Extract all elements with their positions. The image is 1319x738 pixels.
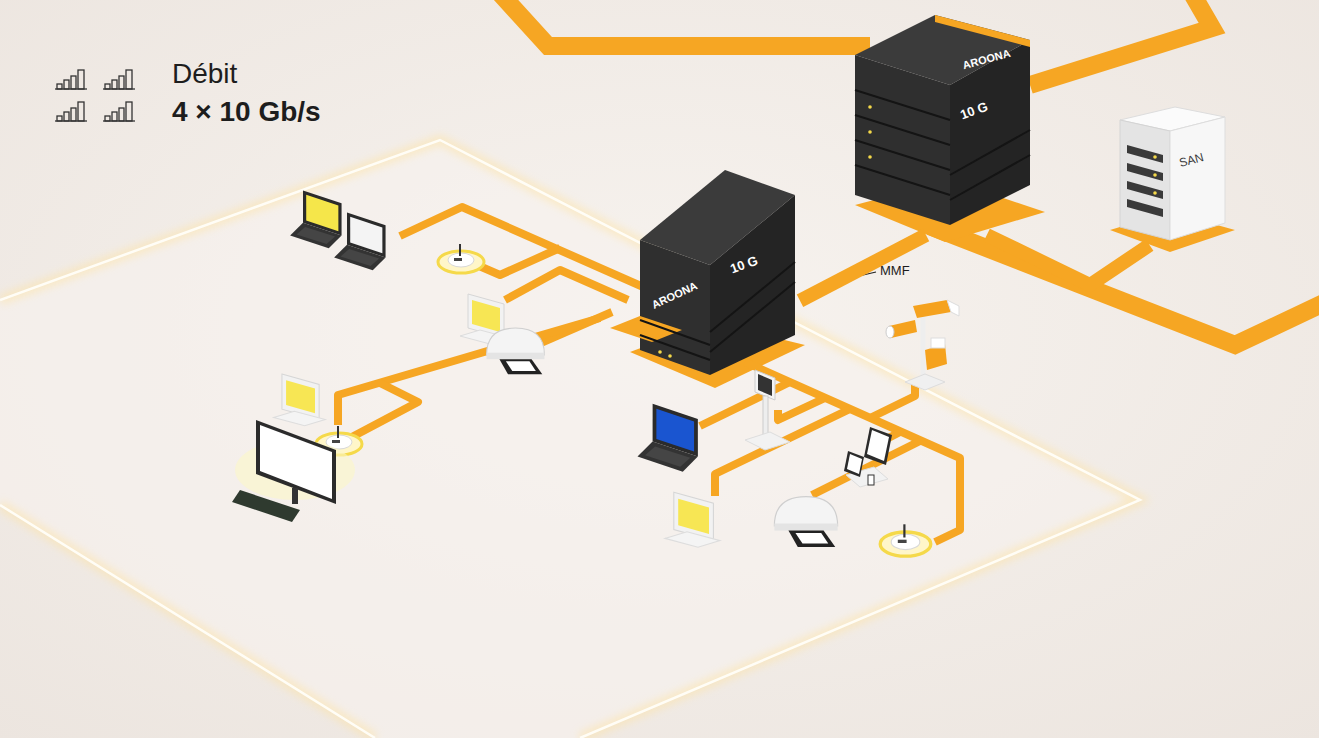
node-shape <box>1115 105 1230 245</box>
floor-outline <box>0 140 1140 738</box>
desktop-monitor <box>260 425 332 499</box>
label-holder: 4 × 10 Gb/s <box>172 96 321 128</box>
signal-icons <box>55 70 87 89</box>
desktop-monitor <box>256 420 336 504</box>
floor-outline <box>0 505 375 738</box>
camera <box>947 300 959 316</box>
desktop-monitor <box>232 420 355 522</box>
shape-face <box>935 15 1030 47</box>
shape-face <box>1170 117 1225 240</box>
backbone-band <box>497 0 870 46</box>
status-led <box>1153 173 1157 177</box>
slot-line <box>950 155 1030 200</box>
lan-wiring <box>778 398 825 420</box>
signal-icons <box>55 102 87 121</box>
signal-icons <box>103 70 135 89</box>
status-led <box>868 155 872 159</box>
desktop-monitor <box>292 488 298 504</box>
label-holder: MMF <box>880 264 910 279</box>
lan-wiring <box>870 382 915 418</box>
slot-line <box>710 282 795 352</box>
metric-title: Débit <box>172 58 237 90</box>
slot-line <box>855 140 950 170</box>
tablets <box>844 427 892 487</box>
tablets <box>847 454 862 474</box>
slot-line <box>855 115 950 145</box>
client-devices <box>334 213 385 271</box>
client-devices <box>880 524 931 556</box>
backbone-band <box>930 226 1319 345</box>
camera <box>905 374 945 390</box>
fiber-link <box>987 235 1150 285</box>
camera <box>921 316 926 380</box>
node-shape <box>850 10 1040 235</box>
tablets <box>844 451 864 477</box>
status-led <box>1153 155 1157 159</box>
desktop-monitor <box>232 490 300 522</box>
kiosk <box>745 370 790 450</box>
status-led <box>868 105 872 109</box>
slot-line <box>855 90 950 120</box>
shape-face <box>855 55 950 225</box>
camera <box>931 338 945 348</box>
slot-line <box>710 262 795 332</box>
client-devices <box>487 328 545 374</box>
client-devices <box>274 374 326 426</box>
slot-line <box>855 165 950 195</box>
client-devices <box>638 404 698 472</box>
shape-face <box>640 240 710 375</box>
lan-wiring <box>400 207 650 290</box>
client-devices <box>438 244 484 273</box>
slot-line <box>640 320 710 345</box>
fiber-link <box>800 235 926 301</box>
tablets <box>868 475 874 485</box>
camera <box>886 300 959 390</box>
slot-line <box>640 335 710 360</box>
client-devices <box>774 497 837 547</box>
camera <box>913 300 951 318</box>
status-led <box>868 130 872 134</box>
lan-wiring <box>350 383 418 438</box>
shape-face <box>1127 163 1163 181</box>
client-devices <box>290 191 341 249</box>
node-shape <box>610 160 800 380</box>
floor-outline <box>0 140 1140 738</box>
shape-face <box>950 40 1030 225</box>
metric-value: 4 × 10 Gb/s <box>172 96 321 128</box>
signal-icons <box>103 102 135 121</box>
tablets <box>864 427 892 465</box>
network-switch: AROONA10 G <box>610 160 800 380</box>
client-devices <box>665 492 720 547</box>
lan-wiring <box>338 207 960 542</box>
camera <box>886 326 894 338</box>
status-led <box>1153 191 1157 195</box>
tablets <box>867 430 889 461</box>
storage-cabinet: SAN <box>1115 105 1230 245</box>
shape-face <box>1127 145 1163 163</box>
cable-label: MMF <box>880 264 910 279</box>
signal-icons <box>55 70 135 121</box>
lan-wiring <box>505 270 628 300</box>
kiosk <box>745 432 790 450</box>
shape-face <box>1127 181 1163 199</box>
floor-outline <box>0 140 1140 738</box>
backbone-band <box>1030 0 1212 85</box>
status-led <box>658 350 662 354</box>
status-led <box>668 354 672 358</box>
slot-line <box>950 130 1030 175</box>
floor-outline <box>0 505 375 738</box>
kiosk <box>763 396 768 438</box>
client-devices <box>232 191 959 557</box>
shape-face <box>1127 199 1163 217</box>
floor-outline <box>0 140 1140 738</box>
shape-face <box>710 195 795 375</box>
label-holder: Débit <box>172 58 237 90</box>
shape-face <box>1120 120 1170 240</box>
network-switch: AROONA10 G <box>850 10 1040 235</box>
backbone-band <box>497 0 1319 345</box>
kiosk <box>758 374 772 396</box>
